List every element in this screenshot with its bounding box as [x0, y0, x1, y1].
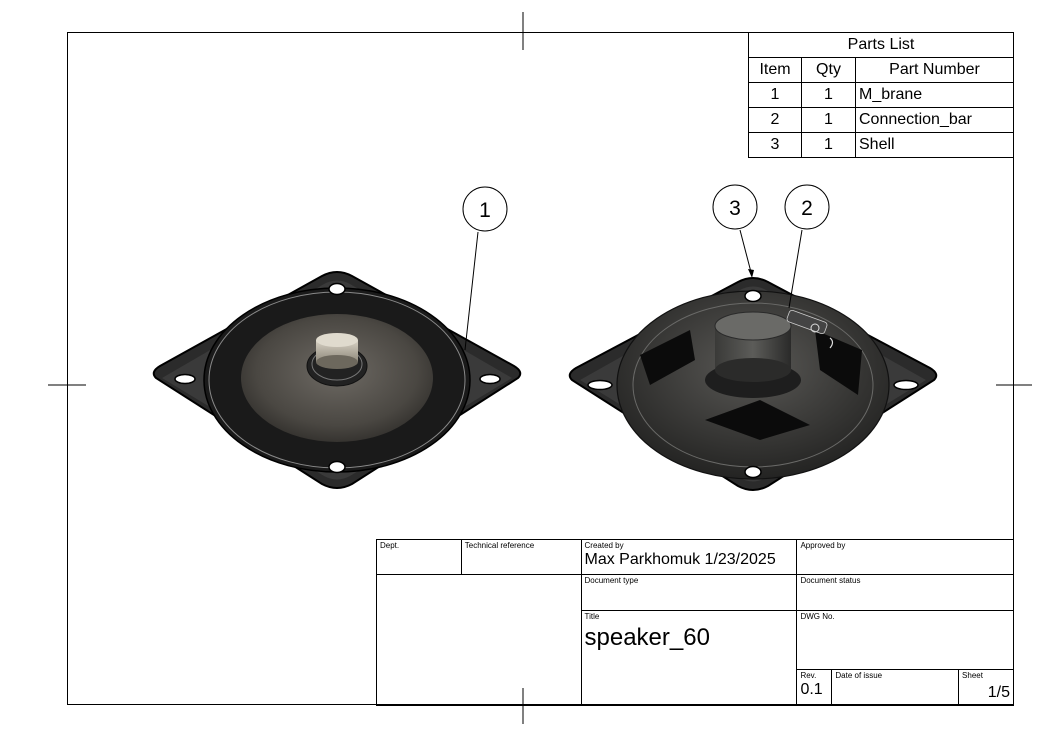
header-item: Item	[748, 57, 802, 83]
dwg-no-label: DWG No.	[800, 612, 835, 621]
row-part-number: Connection_bar	[855, 107, 1014, 133]
sheet-value: 1/5	[987, 684, 1010, 701]
doc-type-label: Document type	[584, 576, 639, 585]
doc-status-cell: Document status	[796, 574, 1014, 611]
sheet-label: Sheet	[962, 671, 983, 680]
created-by-label: Created by	[584, 541, 624, 550]
table-row: 2 1 Connection_bar	[748, 107, 1014, 133]
techref-label: Technical reference	[464, 541, 535, 550]
rear-view-speaker	[568, 277, 938, 491]
row-part-number: Shell	[855, 132, 1014, 158]
dwg-no-cell: DWG No.	[796, 610, 1014, 670]
table-row: 3 1 Shell	[748, 132, 1014, 158]
rev-value: 0.1	[800, 681, 823, 698]
dept-cell: Dept.	[376, 539, 462, 575]
parts-list-table: Parts List Item Qty Part Number 1 1 M_br…	[748, 32, 1014, 158]
blank-cell	[376, 574, 582, 706]
row-qty: 1	[801, 107, 856, 133]
balloon-2: 2	[784, 184, 830, 309]
sheet-cell: Sheet 1/5	[958, 669, 1014, 706]
date-label: Date of issue	[835, 671, 883, 680]
balloon-1-label: 1	[479, 199, 491, 222]
row-item: 2	[748, 107, 802, 133]
title-value: speaker_60	[584, 624, 710, 651]
title-block: Dept. Technical reference Created by Max…	[376, 539, 1014, 706]
front-view-speaker	[152, 271, 522, 489]
dept-label: Dept.	[380, 541, 400, 550]
balloon-3: 3	[712, 184, 758, 278]
techref-cell: Technical reference	[460, 539, 582, 575]
table-row: 1 1 M_brane	[748, 82, 1014, 108]
approved-by-cell: Approved by	[796, 539, 1014, 575]
balloon-2-label: 2	[801, 197, 813, 220]
header-part-number: Part Number	[855, 57, 1014, 83]
rev-label: Rev.	[800, 671, 817, 680]
balloon-1: 1	[462, 186, 508, 351]
created-by-value: Max Parkhomuk 1/23/2025	[584, 551, 776, 568]
title-label: Title	[584, 612, 600, 621]
title-cell: Title speaker_60	[580, 610, 798, 706]
doc-status-label: Document status	[800, 576, 861, 585]
created-by-cell: Created by Max Parkhomuk 1/23/2025	[580, 539, 798, 575]
balloon-3-label: 3	[729, 197, 741, 220]
rev-cell: Rev. 0.1	[796, 669, 833, 706]
date-cell: Date of issue	[831, 669, 960, 706]
parts-list-header-row: Item Qty Part Number	[748, 57, 1014, 83]
doc-type-cell: Document type	[580, 574, 798, 611]
approved-by-label: Approved by	[800, 541, 846, 550]
row-qty: 1	[801, 132, 856, 158]
